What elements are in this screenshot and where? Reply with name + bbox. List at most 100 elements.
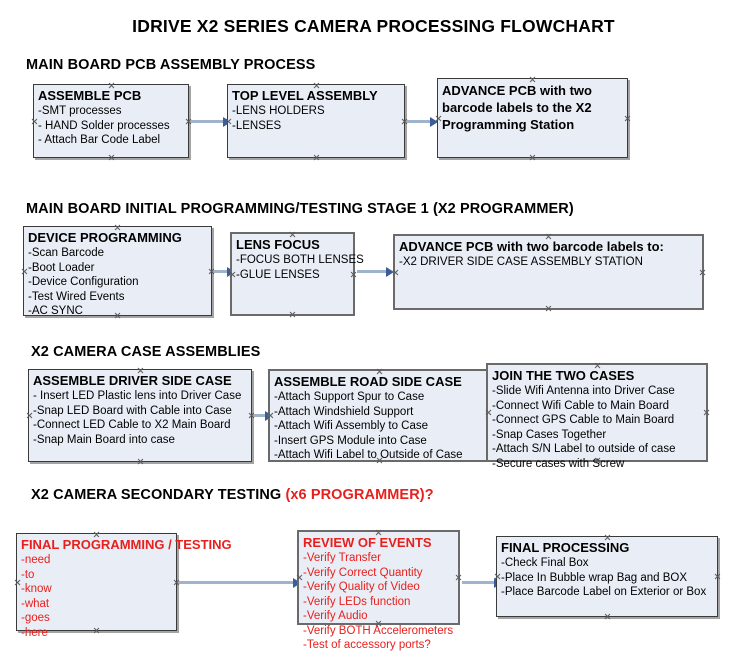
node-line: -FOCUS BOTH LENSES (236, 254, 364, 266)
node-line: -Verify BOTH Accelerometers (303, 624, 454, 637)
node-line: -Attach Support Spur to Case (274, 391, 425, 403)
node-line: - HAND Solder processes (38, 119, 170, 132)
node-line: -what (21, 597, 50, 610)
node-final-processing[interactable]: FINAL PROCESSING -Check Final Box -Place… (496, 536, 718, 617)
connector-handle-bottom[interactable] (289, 311, 296, 318)
node-line: -Connect GPS Cable to Main Board (492, 414, 675, 426)
connector-handle-left[interactable] (31, 118, 38, 125)
node-lens-focus[interactable]: LENS FOCUS -FOCUS BOTH LENSES -GLUE LENS… (229, 232, 364, 318)
connector-handle-bottom[interactable] (529, 154, 536, 161)
node-assemble-pcb[interactable]: ASSEMBLE PCB -SMT processes - HAND Solde… (33, 84, 189, 158)
node-line: -Connect Wifi Cable to Main Board (492, 399, 670, 412)
node-title: FINAL PROGRAMMING / TESTING (21, 537, 232, 552)
section-heading-text: MAIN BOARD INITIAL PROGRAMMING/TESTING S… (26, 201, 574, 217)
node-final-programming-testing[interactable]: FINAL PROGRAMMING / TESTING -need -to -k… (14, 533, 232, 639)
arrow-driver-side-to-road-side (254, 410, 273, 421)
section-heading-x2-camera-case-assemblies: X2 CAMERA CASE ASSEMBLIES (31, 344, 260, 360)
node-line: -Attach Wifi Label to Outside of Case (274, 449, 463, 461)
node-assemble-driver-side-case[interactable]: ASSEMBLE DRIVER SIDE CASE - Insert LED P… (28, 369, 252, 462)
connector-handle-right[interactable] (714, 573, 721, 580)
connector-handle-bottom[interactable] (108, 154, 115, 161)
connector-handle-right[interactable] (699, 269, 706, 276)
connector-handle-left[interactable] (14, 579, 21, 586)
node-title: DEVICE PROGRAMMING (28, 230, 182, 245)
node-line: -Scan Barcode (28, 247, 105, 259)
node-title: FINAL PROCESSING (501, 540, 630, 555)
node-line: -Place Barcode Label on Exterior or Box (501, 586, 707, 598)
arrow-review-of-events-to-final-processing (462, 577, 502, 588)
page-title: IDRIVE X2 SERIES CAMERA PROCESSING FLOWC… (132, 16, 615, 36)
node-line: -Device Configuration (28, 276, 139, 288)
connector-handle-right[interactable] (624, 115, 631, 122)
section-heading-x2-camera-secondary-testing: X2 CAMERA SECONDARY TESTING (x6 PROGRAMM… (31, 487, 434, 503)
node-title: ASSEMBLE ROAD SIDE CASE (274, 374, 462, 389)
node-line: -AC SYNC (28, 305, 83, 317)
arrow-device-programming-to-lens-focus (214, 266, 235, 277)
node-line: -Secure cases with Screw (492, 457, 625, 470)
node-line: -X2 DRIVER SIDE CASE ASSEMBLY STATION (399, 256, 643, 268)
node-line: -Snap Cases Together (492, 428, 607, 441)
node-title: TOP LEVEL ASSEMBLY (232, 88, 378, 103)
node-line: -GLUE LENSES (236, 268, 320, 281)
node-line: -Insert GPS Module into Case (274, 434, 427, 447)
connector-handle-right[interactable] (703, 409, 710, 416)
connector-handle-left[interactable] (229, 271, 236, 278)
node-line: -Verify Transfer (303, 552, 381, 564)
node-title: ASSEMBLE PCB (38, 88, 142, 103)
connector-handle-right[interactable] (455, 574, 462, 581)
node-review-of-events[interactable]: REVIEW OF EVENTS -Verify Transfer -Verif… (296, 530, 462, 651)
connector-handle-left[interactable] (267, 412, 274, 419)
node-line: -Attach Windshield Support (274, 405, 414, 418)
connector-handle-right[interactable] (350, 271, 357, 278)
node-line: -Verify Audio (303, 610, 368, 622)
node-line: -Test Wired Events (28, 290, 125, 303)
node-device-programming[interactable]: DEVICE PROGRAMMING -Scan Barcode -Boot L… (21, 226, 212, 317)
connector-handle-bottom[interactable] (604, 613, 611, 620)
node-line: -Verify LEDs function (303, 595, 411, 608)
connector-handle-bottom[interactable] (313, 154, 320, 161)
section-heading-text: X2 CAMERA CASE ASSEMBLIES (31, 344, 261, 360)
node-line: -here (21, 626, 48, 639)
node-line: -LENSES (232, 119, 282, 132)
node-line: -Connect LED Cable to X2 Main Board (33, 419, 231, 431)
connector-handle-bottom[interactable] (545, 305, 552, 312)
node-line: -Snap Main Board into case (33, 433, 175, 446)
node-line-overflow: -Test of accessory ports? (303, 639, 431, 651)
section-heading-accent-text: (x6 PROGRAMMER)? (285, 487, 434, 503)
node-line: -goes (21, 612, 50, 624)
arrow-lens-focus-to-advance-pcb (357, 266, 394, 277)
node-title: JOIN THE TWO CASES (492, 368, 635, 383)
connector-handle-bottom[interactable] (137, 458, 144, 465)
node-line: -Check Final Box (501, 557, 589, 569)
section-heading-main-board-pcb-assembly-process: MAIN BOARD PCB ASSEMBLY PROCESS (26, 57, 315, 73)
section-heading-text: MAIN BOARD PCB ASSEMBLY PROCESS (26, 57, 316, 73)
arrow-final-programming-to-review-of-events (179, 577, 301, 588)
connector-handle-left[interactable] (485, 409, 492, 416)
node-line: -Attach S/N Label to outside of case (492, 443, 676, 455)
node-title: ADVANCE PCB with two barcode labels to: (399, 239, 664, 254)
node-line: -Place In Bubble wrap Bag and BOX (501, 571, 688, 584)
node-join-the-two-cases[interactable]: JOIN THE TWO CASES -Slide Wifi Antenna i… (485, 363, 710, 470)
node-assemble-road-side-case[interactable]: ASSEMBLE ROAD SIDE CASE -Attach Support … (268, 369, 490, 462)
connector-handle-left[interactable] (296, 574, 303, 581)
connector-handle-left[interactable] (392, 269, 399, 276)
node-title: ASSEMBLE DRIVER SIDE CASE (33, 373, 232, 388)
node-line: -Snap LED Board with Cable into Case (33, 404, 232, 417)
node-line: - Insert LED Plastic lens into Driver Ca… (33, 390, 242, 402)
connector-handle-left[interactable] (21, 268, 28, 275)
node-line: -SMT processes (38, 105, 122, 117)
arrow-top-level-assembly-to-advance-pcb (407, 116, 438, 127)
node-line: -Verify Correct Quantity (303, 566, 423, 579)
section-heading-text: X2 CAMERA SECONDARY TESTING (31, 487, 286, 503)
node-line: -Slide Wifi Antenna into Driver Case (492, 385, 675, 397)
node-title: LENS FOCUS (236, 237, 320, 252)
section-heading-main-board-initial-programming-testing-stage-1: MAIN BOARD INITIAL PROGRAMMING/TESTING S… (26, 201, 574, 217)
node-line: - Attach Bar Code Label (38, 134, 161, 146)
node-top-level-assembly[interactable]: TOP LEVEL ASSEMBLY -LENS HOLDERS -LENSES (227, 84, 405, 158)
node-advance-pcb-to-driver-side-case-assembly[interactable]: ADVANCE PCB with two barcode labels to: … (393, 234, 704, 310)
connector-handle-left[interactable] (26, 412, 33, 419)
node-advance-pcb-to-x2-programming-station[interactable]: ADVANCE PCB with two barcode labels to t… (437, 78, 628, 158)
node-line: -to (21, 568, 35, 581)
arrow-assemble-pcb-to-top-level-assembly (191, 116, 231, 127)
